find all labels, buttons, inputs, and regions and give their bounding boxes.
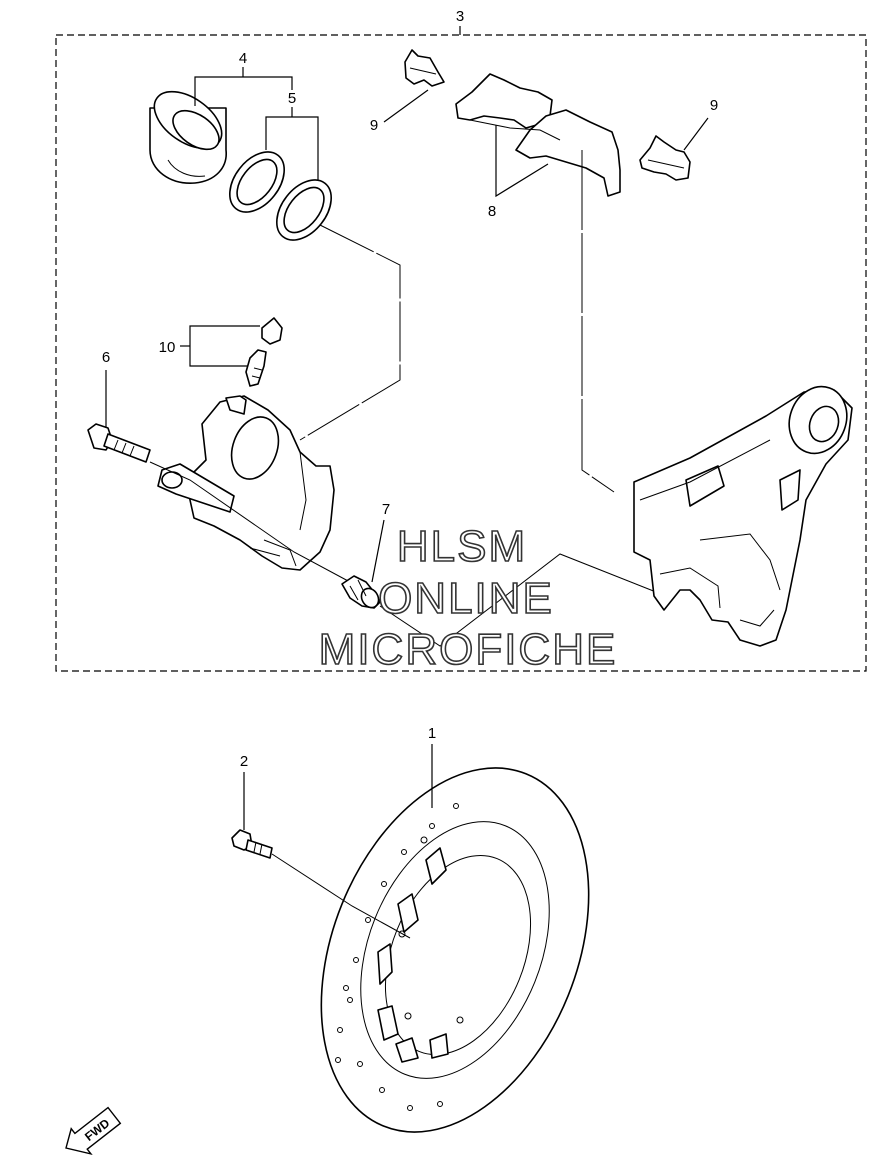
watermark: HLSM ONLINE MICROFICHE	[318, 521, 618, 675]
piston-seals	[229, 151, 332, 241]
callout-7: 7	[371, 501, 390, 583]
brake-pads	[455, 73, 621, 197]
disc-bolt	[231, 829, 273, 859]
callout-5-label: 5	[288, 90, 296, 107]
piston	[149, 90, 227, 184]
callout-3: 3	[456, 8, 464, 35]
caliper-bracket	[633, 385, 853, 647]
callout-2-label: 2	[240, 753, 248, 770]
callout-4: 4	[194, 50, 293, 106]
callout-5: 5	[265, 90, 319, 180]
watermark-line-2: ONLINE	[378, 574, 554, 623]
brake-disc	[320, 767, 590, 1133]
callout-9-right-label: 9	[710, 97, 718, 114]
callout-6: 6	[102, 349, 110, 428]
watermark-line-1: HLSM	[397, 522, 527, 571]
callout-2: 2	[240, 753, 248, 830]
callout-9-left: 9	[370, 89, 429, 134]
pad-spring-right	[639, 135, 691, 181]
pad-spring-left	[404, 49, 445, 87]
callout-7-label: 7	[382, 501, 390, 518]
slide-pin	[341, 575, 381, 609]
forward-direction-icon: FWD	[65, 1106, 122, 1156]
watermark-line-3: MICROFICHE	[319, 625, 618, 674]
callout-1: 1	[428, 725, 436, 808]
caliper-assembly-box	[55, 34, 867, 672]
callout-6-label: 6	[102, 349, 110, 366]
caliper-bolt	[87, 423, 151, 463]
callout-3-label: 3	[456, 8, 464, 25]
guide-line-piston	[299, 224, 401, 441]
callout-8: 8	[488, 125, 549, 220]
callout-4-label: 4	[239, 50, 247, 67]
callout-8-label: 8	[488, 203, 496, 220]
guide-line-disc-bolt	[271, 853, 411, 939]
callout-10-label: 10	[159, 339, 176, 356]
callout-9-right: 9	[683, 97, 718, 151]
callout-10: 10	[159, 325, 260, 367]
callout-1-label: 1	[428, 725, 436, 742]
bleed-screw-and-cap	[245, 317, 283, 387]
guide-line-pads	[581, 150, 615, 493]
callout-9-left-label: 9	[370, 117, 378, 134]
guide-line-bolt	[149, 461, 351, 583]
guide-line-pin	[379, 553, 657, 647]
caliper-body	[157, 395, 335, 571]
